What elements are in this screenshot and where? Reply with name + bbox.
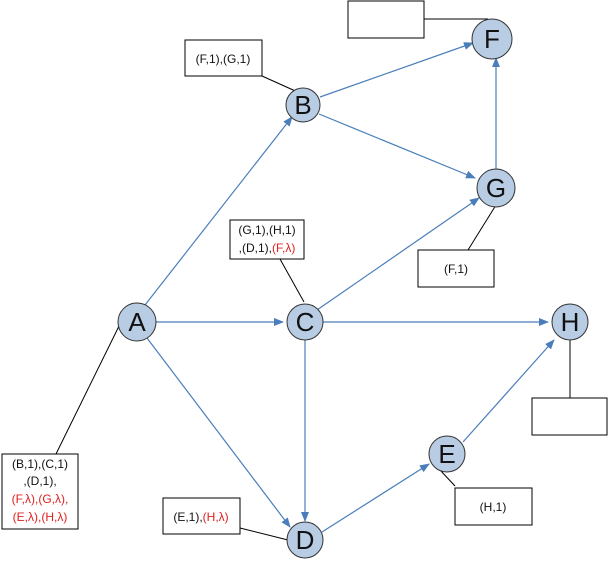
node-g-label: G [486,173,506,203]
callout-c-line1: (G,1),(H,1) [238,223,295,237]
node-c-label: C [296,307,315,337]
callout-d: (E,1),(H,λ) [162,497,241,535]
callout-d-line1-black: (E,1), [173,510,202,524]
callout-g: (F,1) [417,249,495,288]
callout-h [531,397,608,436]
node-b: B [285,87,321,123]
node-f: F [471,18,513,60]
callout-b-line1: (F,1),(G,1) [196,52,251,66]
callout-a-line3: (F,λ),(G,λ), [12,492,69,506]
edge-a-d [146,337,291,528]
callout-c-line2-red: (F,λ) [272,241,295,255]
connector-a [55,321,122,455]
node-b-label: B [294,90,311,120]
callout-a: (B,1),(C,1) ,(D,1), (F,λ),(G,λ), (E,λ),(… [1,453,79,530]
callout-a-line4: (E,λ),(H,λ) [13,510,68,524]
connector-e [439,469,456,487]
callout-c-line2-black: ,(D,1), [239,241,272,255]
connector-d [239,527,289,541]
edge-a-b [144,116,293,306]
edge-d-e [321,463,430,533]
edge-b-g [318,113,476,179]
connector-c [279,258,305,303]
edge-e-h [462,339,555,443]
edge-c-g [316,197,480,311]
node-d-label: D [296,525,315,555]
node-a: A [117,302,157,342]
callout-e: (H,1) [454,487,533,526]
node-g: G [476,168,516,208]
callout-c: (G,1),(H,1) ,(D,1),(F,λ) [229,219,305,260]
callout-f [347,0,425,39]
node-e-label: E [438,439,455,469]
callout-a-line1: (B,1),(C,1) [12,457,68,471]
callout-connectors [55,18,571,541]
callout-a-line2: ,(D,1), [23,474,56,488]
node-d: D [286,521,324,559]
connector-g [467,204,497,251]
edge-b-f [319,42,474,98]
callout-b: (F,1),(G,1) [184,39,263,77]
callout-g-line1: (F,1) [444,262,468,276]
node-h: H [551,303,589,341]
edges [144,42,555,533]
node-e: E [428,435,466,473]
callout-d-line1-red: (H,λ) [203,510,229,524]
callout-d-line1: (E,1),(H,λ) [173,510,228,524]
node-a-label: A [128,307,146,337]
node-f-label: F [484,24,500,54]
node-h-label: H [561,307,580,337]
node-c: C [286,303,324,341]
callout-e-line1: (H,1) [480,500,507,514]
callout-c-line2: ,(D,1),(F,λ) [239,241,296,255]
